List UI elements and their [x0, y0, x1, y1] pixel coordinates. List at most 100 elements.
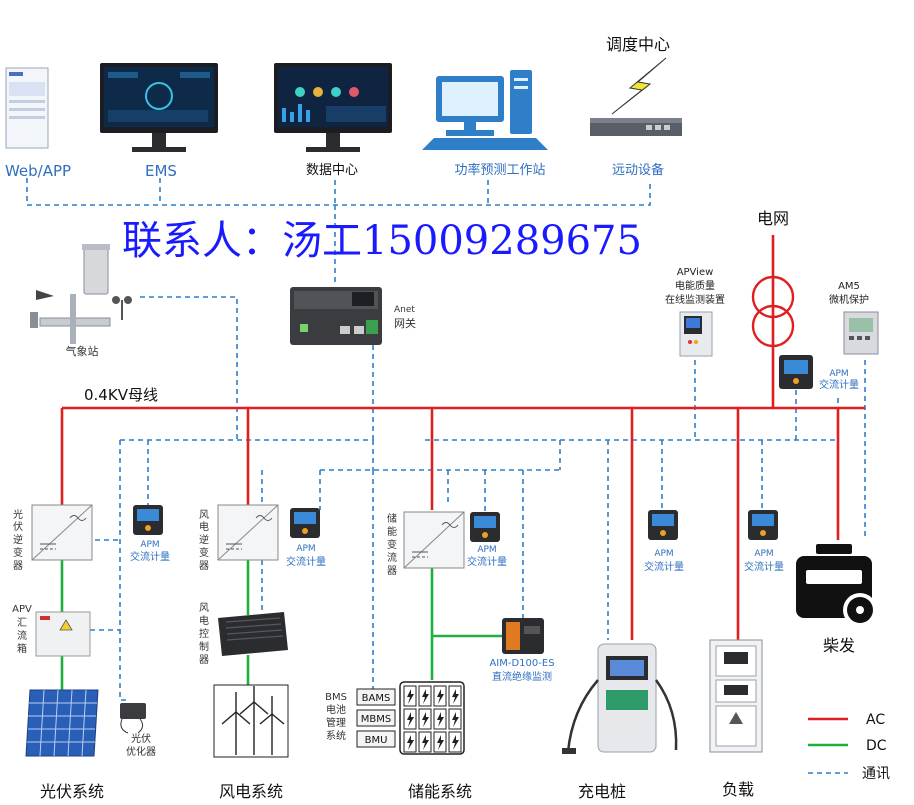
wind-inverter-icon: [217, 504, 279, 561]
svg-text:管理: 管理: [326, 716, 346, 729]
svg-text:电: 电: [199, 614, 209, 627]
aim-model: AIM-D100-ES: [489, 658, 554, 669]
gateway-device: [290, 287, 382, 345]
workstation-icon: [422, 70, 548, 150]
bms-label: BMS 电池 管理 系统: [325, 692, 347, 742]
data-center-monitor: [274, 63, 392, 152]
svg-text:制: 制: [199, 640, 209, 653]
pv-inverter-icon: [31, 504, 93, 561]
apm-pv-model: APM: [140, 540, 159, 550]
apm-storage-model: APM: [477, 545, 496, 555]
transformer-icon: [751, 275, 795, 348]
remote-device: [590, 118, 682, 136]
bms-stack: [356, 688, 396, 748]
apm-charger-model: APM: [654, 549, 673, 559]
pv-panel-icon: [25, 689, 99, 757]
svg-text:电: 电: [199, 520, 209, 533]
load-cabinet-icon: [709, 639, 763, 753]
pv-inverter-label: 光 伏 逆 变 器: [13, 508, 23, 572]
gateway-model: Anet: [394, 305, 415, 315]
svg-text:变: 变: [199, 546, 209, 559]
data-center-label: 数据中心: [306, 163, 358, 178]
apview-device: [679, 311, 713, 357]
apm-wind-model: APM: [296, 544, 315, 554]
svg-text:储: 储: [387, 512, 397, 525]
apview-model: APView: [677, 267, 714, 278]
ems-label: EMS: [145, 162, 177, 180]
apm-meter-load: [748, 510, 778, 540]
charger-system-label: 充电桩: [578, 782, 626, 801]
battery-rack-icon: [399, 681, 465, 755]
apm-meter-storage: [470, 512, 500, 542]
weather-station-icon: [30, 244, 132, 344]
svg-text:电池: 电池: [326, 703, 346, 716]
svg-text:器: 器: [13, 560, 23, 572]
svg-text:器: 器: [199, 654, 209, 666]
wind-turbine-icon: [213, 684, 289, 758]
bams-label: BAMS: [362, 693, 391, 704]
apm-pv-label: 交流计量: [130, 550, 170, 563]
svg-text:能: 能: [387, 525, 397, 538]
legend-dc: DC: [866, 738, 887, 754]
gateway-name: 网关: [394, 316, 416, 330]
web-app-label: Web/APP: [5, 162, 71, 180]
aim-device: [502, 618, 544, 654]
web-app-screen: [5, 67, 49, 149]
dc-lines: [60, 560, 505, 690]
wind-inverter-label: 风 电 逆 变 器: [199, 509, 209, 572]
storage-pcs-label: 储 能 变 流 器: [387, 512, 397, 577]
apm-wind-label: 交流计量: [286, 555, 326, 568]
svg-text:控: 控: [199, 627, 209, 640]
apm-load-label: 交流计量: [744, 560, 784, 573]
am5-name: 微机保护: [829, 293, 869, 306]
svg-text:风: 风: [199, 602, 209, 614]
apview-line1: 电能质量: [675, 279, 715, 292]
pv-combiner-label: 汇 流 箱: [17, 616, 27, 655]
pv-optimizer-line2: 优化器: [126, 745, 156, 758]
remote-device-label: 远动设备: [612, 162, 664, 178]
legend: AC DC 通讯: [808, 712, 890, 782]
apm-grid-model: APM: [829, 369, 848, 379]
storage-system-label: 储能系统: [408, 782, 472, 801]
svg-text:箱: 箱: [17, 642, 27, 655]
ems-monitor: [100, 63, 218, 152]
pv-optimizer-icon: [120, 703, 146, 734]
grid-label: 电网: [757, 209, 789, 228]
svg-text:器: 器: [387, 565, 397, 577]
apm-meter-pv: [133, 505, 163, 535]
load-system-label: 负载: [722, 780, 754, 799]
svg-text:逆: 逆: [199, 533, 209, 546]
svg-text:伏: 伏: [13, 520, 23, 533]
am5-device: [843, 311, 879, 355]
legend-comm: 通讯: [862, 766, 890, 782]
weather-station-label: 气象站: [66, 344, 99, 358]
svg-text:变: 变: [13, 546, 23, 559]
svg-text:光: 光: [13, 508, 23, 521]
apm-meter-charger: [648, 510, 678, 540]
charger-icon: [562, 643, 678, 754]
am5-model: AM5: [838, 281, 860, 292]
storage-pcs-icon: [403, 511, 465, 569]
apview-line2: 在线监测装置: [665, 293, 725, 306]
wind-controller-label: 风 电 控 制 器: [199, 602, 209, 666]
wind-controller-icon: [218, 612, 288, 656]
dispatch-center-label: 调度中心: [606, 35, 670, 54]
svg-text:流: 流: [387, 551, 397, 564]
mbms-label: MBMS: [361, 714, 391, 725]
pv-combiner-model: APV: [12, 604, 32, 615]
apm-storage-label: 交流计量: [467, 555, 507, 568]
legend-ac: AC: [866, 712, 885, 728]
pv-system-label: 光伏系统: [40, 782, 104, 801]
lightning-icon: [611, 57, 667, 115]
ac-lines: [60, 235, 865, 640]
pv-combiner-box: [35, 611, 91, 657]
apm-grid-label: 交流计量: [819, 378, 859, 391]
pv-optimizer-line1: 光伏: [131, 732, 151, 745]
svg-text:器: 器: [199, 560, 209, 572]
bus-label: 0.4KV母线: [84, 386, 158, 404]
apm-charger-label: 交流计量: [644, 560, 684, 573]
bmu-label: BMU: [365, 735, 388, 746]
svg-text:逆: 逆: [13, 533, 23, 546]
svg-text:BMS: BMS: [325, 692, 347, 703]
aim-name: 直流绝缘监测: [492, 670, 552, 683]
